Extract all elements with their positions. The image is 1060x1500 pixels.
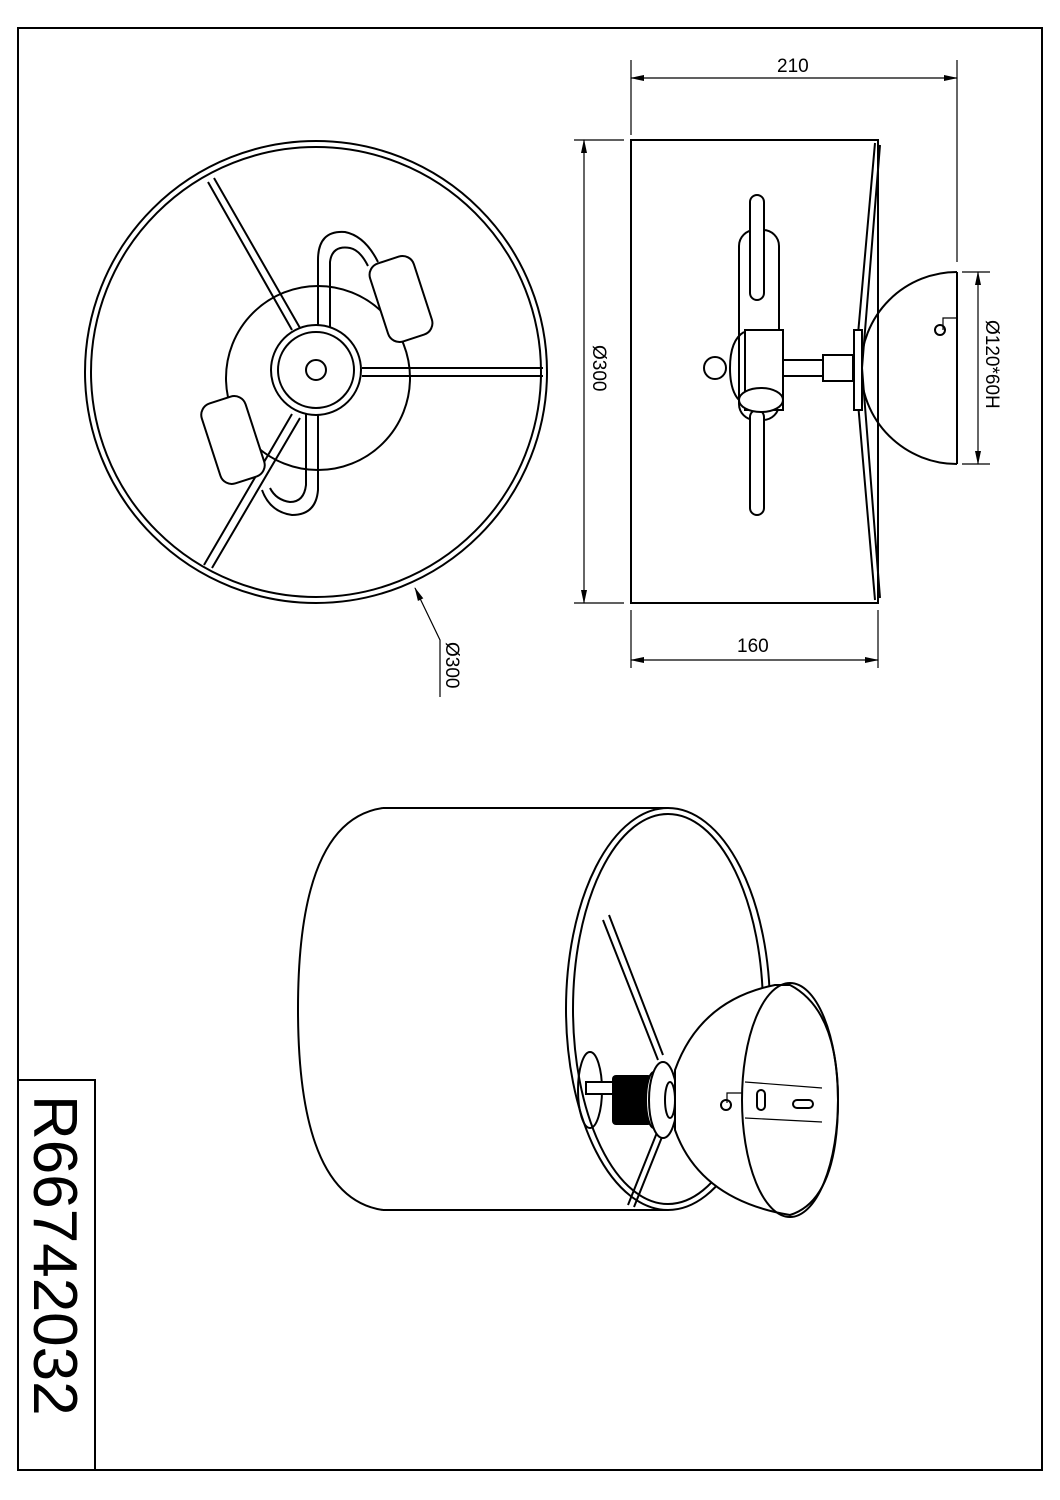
shade-diameter-label: Ø300 (588, 345, 609, 391)
top-view: Ø300 (84, 140, 548, 697)
side-view: 210 Ø300 160 Ø120*60H (574, 56, 1002, 668)
overall-depth-label: 210 (777, 56, 809, 77)
drawing-border (17, 27, 1043, 1471)
shade-depth-label: 160 (737, 636, 769, 657)
top-view-diameter-label: Ø300 (441, 642, 462, 688)
perspective-view (296, 807, 840, 1218)
product-code: R66742032 (20, 1095, 89, 1416)
canopy-size-label: Ø120*60H (981, 320, 1002, 409)
title-block (17, 1079, 96, 1471)
